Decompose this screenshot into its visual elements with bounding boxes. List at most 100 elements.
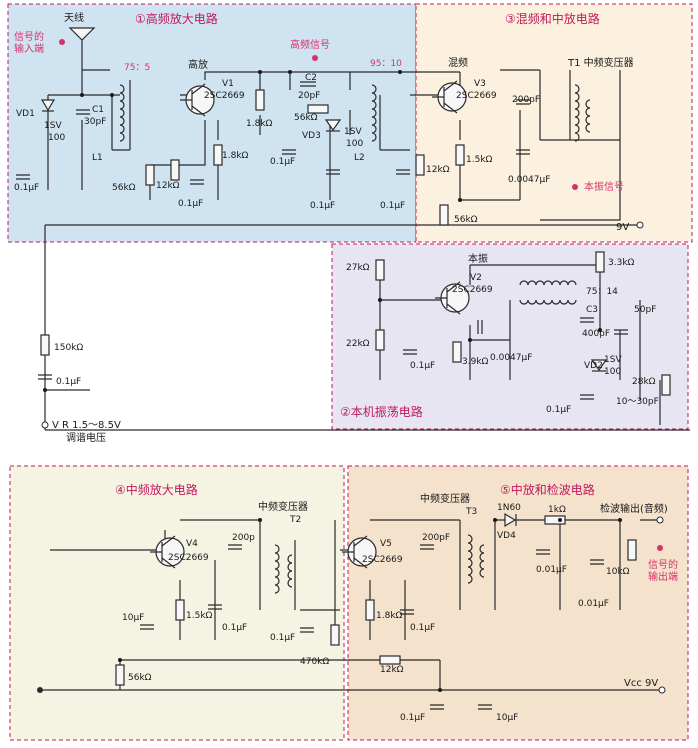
- section-title-rf-amp: ①高频放大电路: [135, 11, 218, 26]
- rf-signal-label: 高频信号: [290, 38, 330, 51]
- svg-text:27kΩ: 27kΩ: [346, 263, 370, 273]
- svg-text:22kΩ: 22kΩ: [346, 339, 370, 349]
- svg-text:2SC2669: 2SC2669: [362, 555, 403, 565]
- svg-text:150kΩ: 150kΩ: [54, 343, 83, 353]
- svg-text:1SV: 1SV: [604, 355, 622, 365]
- section-title-mixer-if: ③混频和中放电路: [505, 11, 600, 26]
- signal-output-label-1: 信号的: [648, 558, 678, 571]
- svg-text:30pF: 30pF: [84, 117, 106, 127]
- signal-input-dot: [59, 39, 65, 45]
- svg-text:0.1μF: 0.1μF: [270, 633, 295, 643]
- svg-text:1kΩ: 1kΩ: [548, 505, 566, 515]
- svg-text:75：14: 75：14: [586, 287, 618, 297]
- svg-text:V5: V5: [380, 539, 392, 549]
- svg-text:3.3kΩ: 3.3kΩ: [608, 258, 635, 268]
- svg-text:1SV: 1SV: [344, 127, 362, 137]
- t1-label: T1 中频变压器: [567, 56, 634, 69]
- svg-text:0.1μF: 0.1μF: [14, 183, 39, 193]
- v9-top-terminal: [636, 221, 644, 229]
- svg-text:400pF: 400pF: [582, 329, 610, 339]
- svg-text:56kΩ: 56kΩ: [112, 183, 136, 193]
- svg-text:VD2: VD2: [584, 361, 603, 371]
- svg-text:100: 100: [48, 133, 65, 143]
- svg-text:1.5kΩ: 1.5kΩ: [466, 155, 493, 165]
- mixer-label: 混频: [448, 56, 468, 69]
- svg-text:200p: 200p: [232, 533, 255, 543]
- svg-text:C2: C2: [305, 73, 317, 83]
- svg-text:470kΩ: 470kΩ: [300, 657, 329, 667]
- svg-text:1.8kΩ: 1.8kΩ: [376, 611, 403, 621]
- signal-output-label-2: 输出端: [648, 570, 678, 583]
- svg-text:0.1μF: 0.1μF: [222, 623, 247, 633]
- svg-text:1.8kΩ: 1.8kΩ: [246, 119, 273, 129]
- svg-text:0.01μF: 0.01μF: [578, 599, 609, 609]
- svg-text:1.8kΩ: 1.8kΩ: [222, 151, 249, 161]
- antenna-label: 天线: [64, 11, 84, 24]
- detect-output-label: 检波输出(音频): [600, 502, 668, 515]
- component-labels: VD1 1SV 100 C1 30pF L1 75：5 V1 2SC2669 C…: [14, 59, 659, 723]
- rf-amp-section: [7, 3, 417, 243]
- svg-text:0.1μF: 0.1μF: [546, 405, 571, 415]
- svg-text:0.0047μF: 0.0047μF: [490, 353, 532, 363]
- svg-text:0.1μF: 0.1μF: [56, 377, 81, 387]
- svg-text:0.01μF: 0.01μF: [536, 565, 567, 575]
- svg-text:2SC2669: 2SC2669: [452, 285, 493, 295]
- svg-text:95：10: 95：10: [370, 59, 402, 69]
- vcc-label: Vcc 9V: [624, 678, 658, 689]
- varactor-vd2: [590, 359, 608, 372]
- svg-text:0.1μF: 0.1μF: [270, 157, 295, 167]
- transistor-v5: [342, 535, 377, 569]
- svg-text:V3: V3: [474, 79, 486, 89]
- coil-l1: [119, 84, 125, 142]
- varactor-vd1: [40, 99, 56, 112]
- svg-text:3.9kΩ: 3.9kΩ: [462, 357, 489, 367]
- svg-text:56kΩ: 56kΩ: [294, 113, 318, 123]
- svg-text:VD3: VD3: [302, 131, 321, 141]
- local-osc-signal-dot: [572, 184, 578, 190]
- transistor-v4: [150, 535, 185, 569]
- svg-text:2SC2669: 2SC2669: [204, 91, 245, 101]
- svg-text:VD1: VD1: [16, 109, 35, 119]
- svg-text:0.1μF: 0.1μF: [410, 623, 435, 633]
- tuning-voltage-label: 调谐电压: [66, 431, 106, 444]
- vcc-terminal: [658, 686, 666, 694]
- transistor-v3: [432, 80, 467, 114]
- section-title-local-osc: ②本机振荡电路: [340, 404, 423, 419]
- svg-text:10～30pF: 10～30pF: [616, 397, 659, 407]
- transistor-v1: [180, 83, 215, 117]
- svg-text:200pF: 200pF: [512, 95, 540, 105]
- t3-title-label: 中频变压器: [420, 492, 470, 505]
- svg-text:12kΩ: 12kΩ: [380, 665, 404, 675]
- osc-coil: [519, 280, 577, 305]
- svg-text:T3: T3: [465, 507, 477, 517]
- transformer-t2: [274, 544, 293, 594]
- local-osc-signal-label: 本振信号: [584, 180, 624, 193]
- svg-text:12kΩ: 12kΩ: [426, 165, 450, 175]
- svg-text:0.1μF: 0.1μF: [178, 199, 203, 209]
- ground-terminal: [37, 687, 43, 693]
- svg-text:2SC2669: 2SC2669: [456, 91, 497, 101]
- detector-diode-vd4: [504, 512, 517, 528]
- svg-text:75：5: 75：5: [124, 63, 150, 73]
- svg-text:VD4: VD4: [497, 531, 516, 541]
- svg-text:100: 100: [346, 139, 363, 149]
- transistor-v2: [435, 281, 470, 315]
- local-osc-label: 本振: [468, 252, 488, 265]
- svg-text:0.0047μF: 0.0047μF: [508, 175, 550, 185]
- capacitors: [16, 81, 628, 710]
- signal-input-label-2: 输入端: [14, 42, 44, 55]
- transformer-t1: [574, 84, 591, 142]
- svg-text:C3: C3: [586, 305, 598, 315]
- signal-output-dot: [657, 545, 663, 551]
- svg-text:1.5kΩ: 1.5kΩ: [186, 611, 213, 621]
- audio-output-terminal: [656, 516, 664, 524]
- svg-text:V1: V1: [222, 79, 234, 89]
- svg-text:56kΩ: 56kΩ: [454, 215, 478, 225]
- svg-text:200pF: 200pF: [422, 533, 450, 543]
- junction-dots: [43, 70, 622, 692]
- transformer-t3: [467, 534, 485, 584]
- svg-text:L2: L2: [354, 153, 365, 163]
- section-title-if-amp: ④中频放大电路: [115, 482, 198, 497]
